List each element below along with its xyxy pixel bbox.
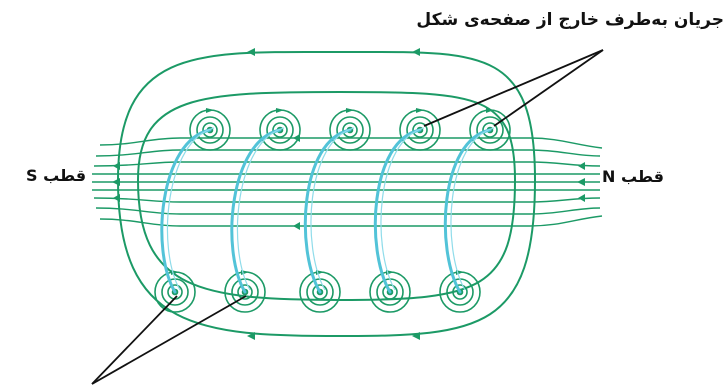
arrowhead xyxy=(112,178,120,186)
field-line xyxy=(93,197,601,203)
arrowhead xyxy=(206,108,214,113)
outer-loop-top xyxy=(117,50,536,181)
pointer-top-to-conductor-4 xyxy=(423,49,604,127)
field-line xyxy=(99,137,603,149)
inner-loop-top xyxy=(137,90,516,181)
coil-windings-inner xyxy=(166,127,495,291)
arrowhead xyxy=(113,162,120,170)
field-line xyxy=(95,207,601,215)
arrowhead xyxy=(247,332,255,340)
field-line xyxy=(93,161,601,167)
coil-turn-2-highlight xyxy=(236,127,285,291)
outer-loop-arrows xyxy=(247,48,420,340)
outer-field-loops xyxy=(117,50,536,338)
field-line xyxy=(95,149,601,157)
arrowhead xyxy=(412,48,420,56)
pointer-bottom-to-conductor-2 xyxy=(91,295,247,385)
coil-turn-1 xyxy=(160,128,212,294)
coil-turn-3-highlight xyxy=(310,127,355,291)
arrowhead xyxy=(293,134,300,142)
arrowhead xyxy=(346,108,354,113)
arrowhead xyxy=(247,48,255,56)
label-current-out-of-page: جریان به‌طرف خارج از صفحه‌ی شکل xyxy=(416,10,724,30)
axial-arrows xyxy=(112,134,585,230)
coil-turn-4 xyxy=(373,128,422,294)
coil-turn-3 xyxy=(303,128,352,294)
coil-turn-5-highlight xyxy=(450,127,495,291)
arrowhead xyxy=(577,178,585,186)
arrowhead xyxy=(578,194,585,202)
pointer-lines xyxy=(91,49,604,385)
arrowhead xyxy=(416,108,424,113)
coil-windings xyxy=(160,128,492,294)
arrowhead xyxy=(412,332,420,340)
coil-turn-1-highlight xyxy=(166,127,215,291)
arrowhead xyxy=(293,222,300,230)
inner-loop-bottom xyxy=(137,179,516,302)
arrowhead xyxy=(578,162,585,170)
pointer-bottom-to-conductor-1 xyxy=(91,295,178,385)
coil-turn-2 xyxy=(230,128,282,294)
coil-turn-4-highlight xyxy=(380,127,425,291)
arrowhead xyxy=(113,194,120,202)
arrowhead xyxy=(486,108,494,113)
field-line xyxy=(99,215,603,227)
label-south-pole: قطب S xyxy=(26,166,87,185)
pointer-top-to-conductor-5 xyxy=(493,49,604,127)
arrowhead xyxy=(276,108,284,113)
axial-field-lines xyxy=(92,137,603,227)
outer-loop-bottom xyxy=(117,179,536,338)
bottom-conductor-circles xyxy=(154,271,481,313)
coil-turn-5 xyxy=(443,128,492,294)
label-north-pole: قطب N xyxy=(602,167,664,186)
